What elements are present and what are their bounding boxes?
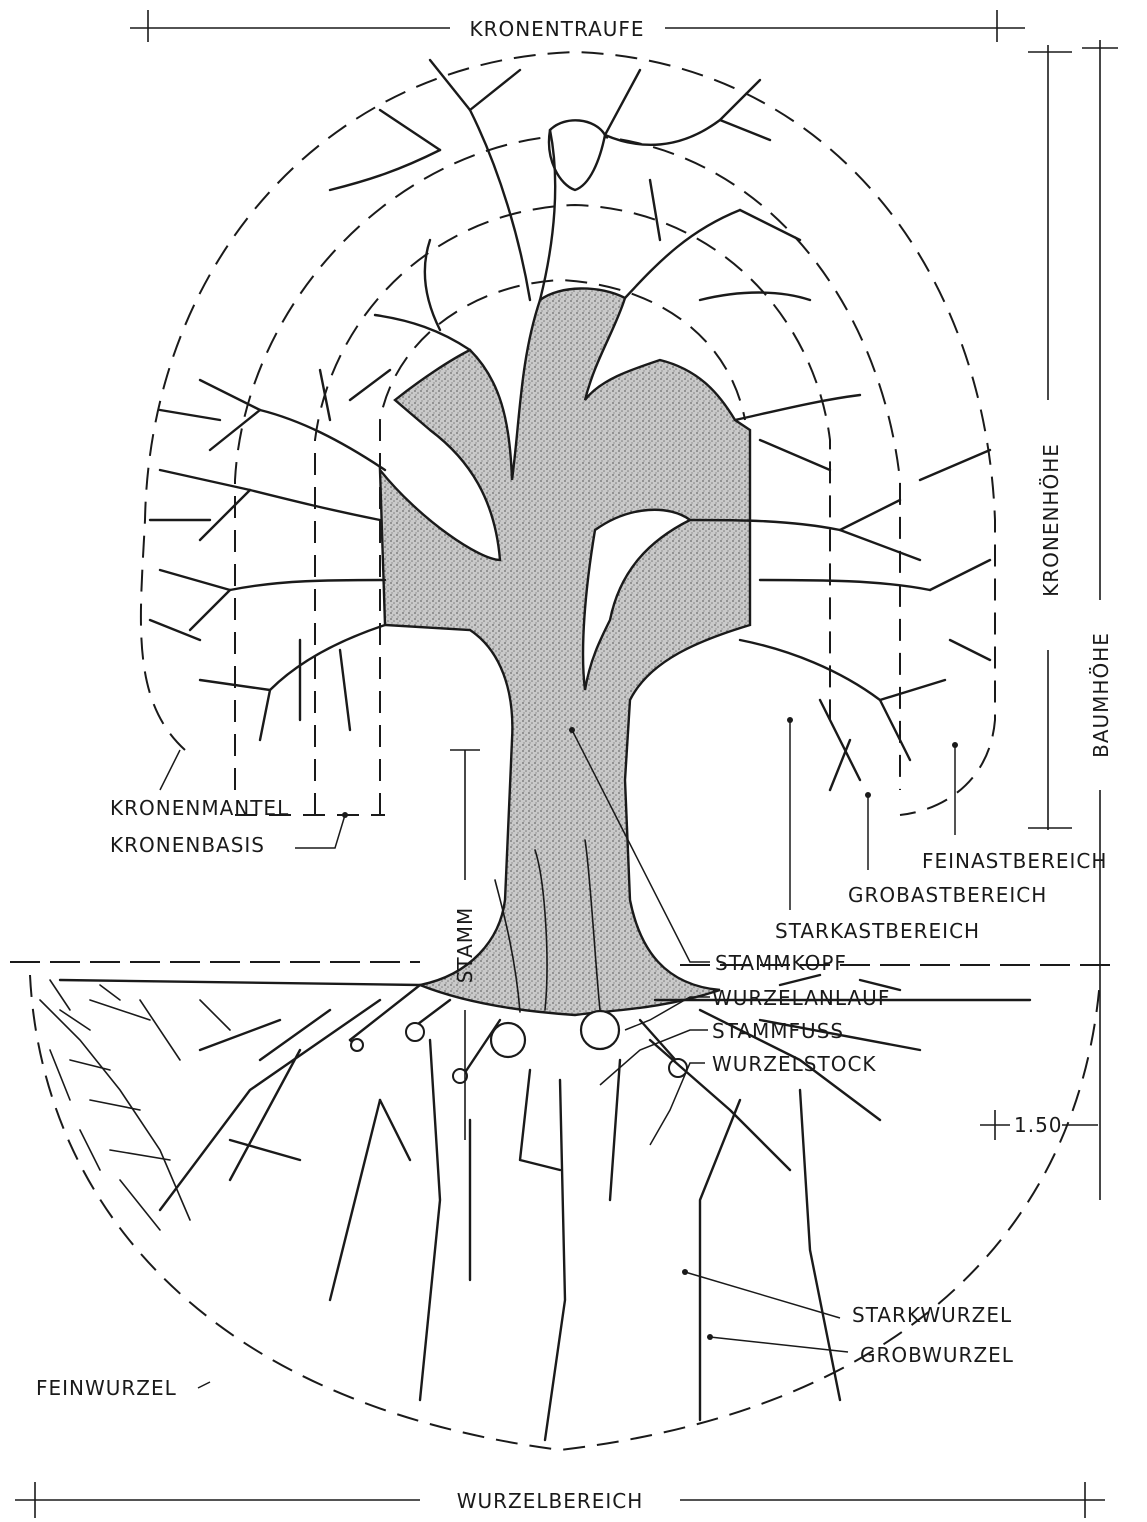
label-grobwurzel: GROBWURZEL	[707, 1334, 1014, 1367]
kronenhoehe-label: KRONENHÖHE	[1039, 443, 1063, 597]
grobwurzel-label: GROBWURZEL	[860, 1343, 1014, 1367]
root-zone-envelope	[30, 975, 1100, 1450]
kronenbasis-label: KRONENBASIS	[110, 833, 265, 857]
kronenmantel-label: KRONENMANTEL	[110, 796, 289, 820]
baumhoehe-label: BAUMHÖHE	[1089, 632, 1113, 758]
feinastbereich-label: FEINASTBEREICH	[922, 849, 1107, 873]
height-mark-label: 1.50	[1014, 1113, 1063, 1137]
starkwurzel-label: STARKWURZEL	[852, 1303, 1012, 1327]
stammkopf-label: STAMMKOPF	[715, 951, 847, 975]
label-starkwurzel: STARKWURZEL	[682, 1269, 1012, 1327]
tree-height-dimension: BAUMHÖHE	[1082, 40, 1118, 1200]
trunk	[380, 120, 750, 1015]
label-height-mark: 1.50	[980, 1110, 1098, 1140]
wurzelstock-label: WURZELSTOCK	[712, 1052, 877, 1076]
crown-height-dimension: KRONENHÖHE	[1028, 45, 1072, 830]
starkastbereich-label: STARKASTBEREICH	[775, 919, 980, 943]
roots	[160, 975, 920, 1440]
stammfuss-label: STAMMFUSS	[712, 1019, 844, 1043]
label-feinwurzel: FEINWURZEL	[36, 1376, 210, 1400]
feinwurzel-label: FEINWURZEL	[36, 1376, 177, 1400]
stamm-label: STAMM	[453, 907, 477, 984]
label-kronenmantel: KRONENMANTEL	[110, 750, 289, 820]
wurzelanlauf-label: WURZELANLAUF	[712, 986, 890, 1010]
label-starkastbereich: STARKASTBEREICH	[775, 717, 980, 943]
fine-roots	[40, 980, 230, 1230]
kronentraufe-label: KRONENTRAUFE	[469, 17, 644, 41]
grobastbereich-label: GROBASTBEREICH	[848, 883, 1047, 907]
label-feinastbereich: FEINASTBEREICH	[922, 742, 1107, 873]
root-zone-dimension: WURZELBEREICH	[15, 1482, 1105, 1518]
wurzelbereich-label: WURZELBEREICH	[457, 1489, 644, 1513]
crown-drip-line-dimension: KRONENTRAUFE	[130, 10, 1025, 42]
